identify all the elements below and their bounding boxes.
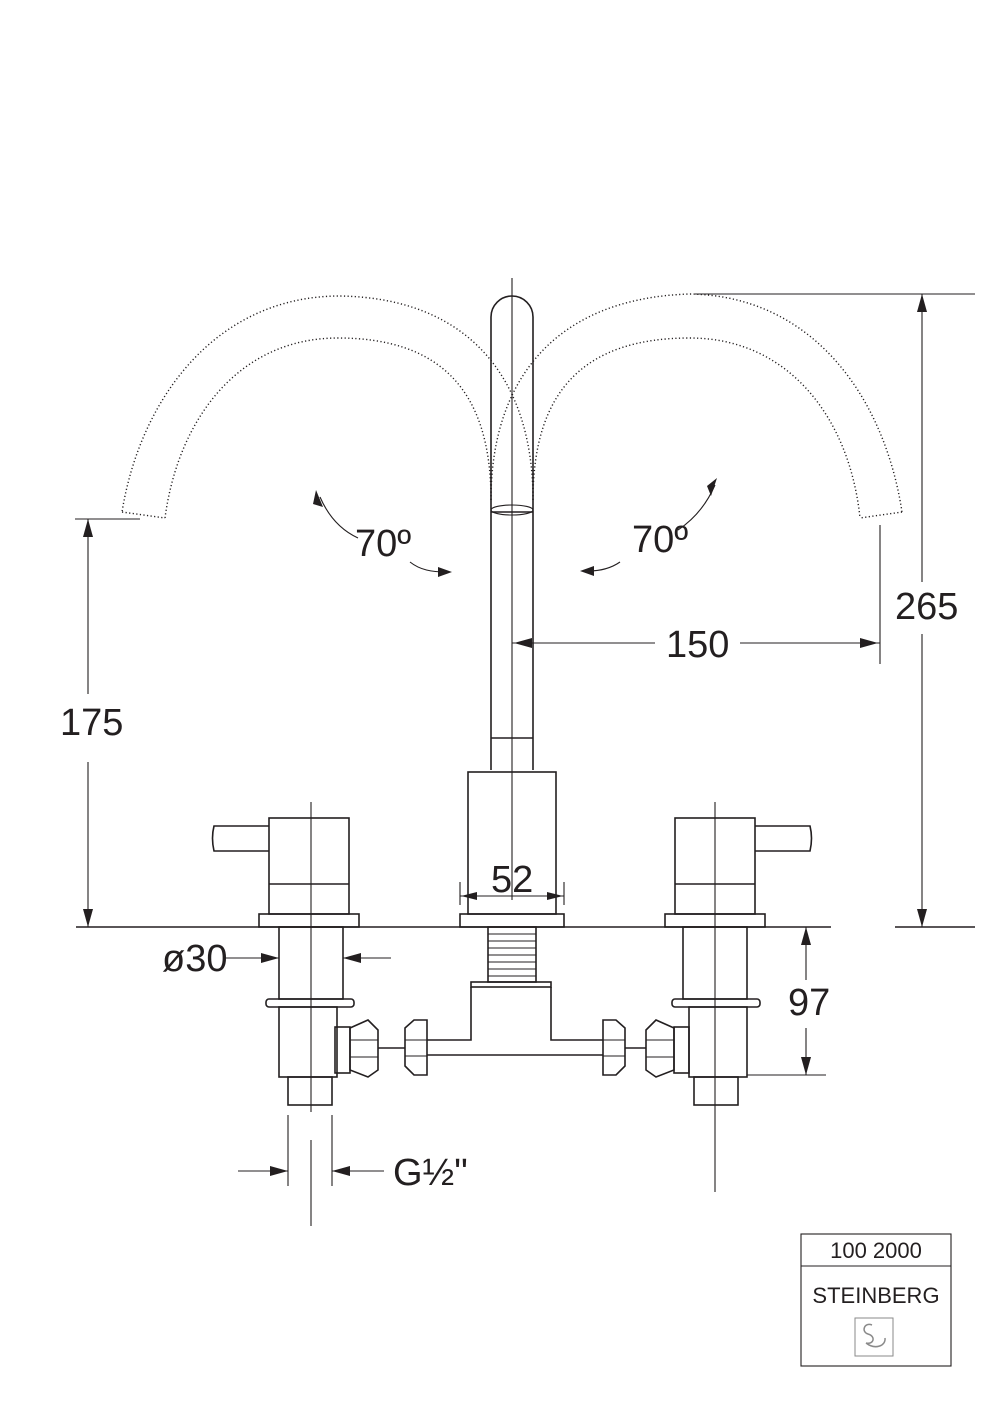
right-valve bbox=[645, 926, 761, 1106]
dim-52-label: 52 bbox=[491, 859, 533, 901]
dim-150-label: 150 bbox=[666, 624, 729, 666]
title-block bbox=[800, 1233, 952, 1367]
dim-97 bbox=[747, 927, 826, 1076]
right-handle bbox=[664, 817, 813, 928]
dim-52 bbox=[459, 882, 565, 905]
dim-175-label: 175 bbox=[60, 702, 123, 744]
dim-150 bbox=[512, 525, 881, 664]
left-handle bbox=[211, 817, 360, 928]
spout-thread bbox=[487, 926, 537, 983]
left-valve bbox=[265, 926, 379, 1106]
dim-265 bbox=[695, 293, 975, 927]
article-number: 100 2000 bbox=[830, 1238, 922, 1263]
dim-97-label: 97 bbox=[788, 982, 830, 1024]
rotation-arrow-right bbox=[580, 478, 717, 576]
dim-thread-label: G½" bbox=[393, 1152, 468, 1194]
rotation-arrow-left bbox=[313, 490, 452, 577]
brand-logo-icon bbox=[854, 1317, 894, 1357]
rotation-label-left: 70º bbox=[355, 523, 411, 565]
rotation-label-right: 70º bbox=[632, 519, 688, 561]
dim-175 bbox=[75, 518, 140, 927]
dim-265-label: 265 bbox=[895, 586, 958, 628]
dim-thread bbox=[238, 1115, 384, 1226]
dim-diameter bbox=[226, 953, 391, 963]
connection-pipe bbox=[378, 981, 646, 1076]
spout-swivel-left bbox=[121, 295, 534, 519]
brand-name: STEINBERG bbox=[812, 1283, 939, 1308]
spout-swivel-right bbox=[490, 293, 903, 519]
dim-diameter-label: ø30 bbox=[162, 938, 227, 980]
